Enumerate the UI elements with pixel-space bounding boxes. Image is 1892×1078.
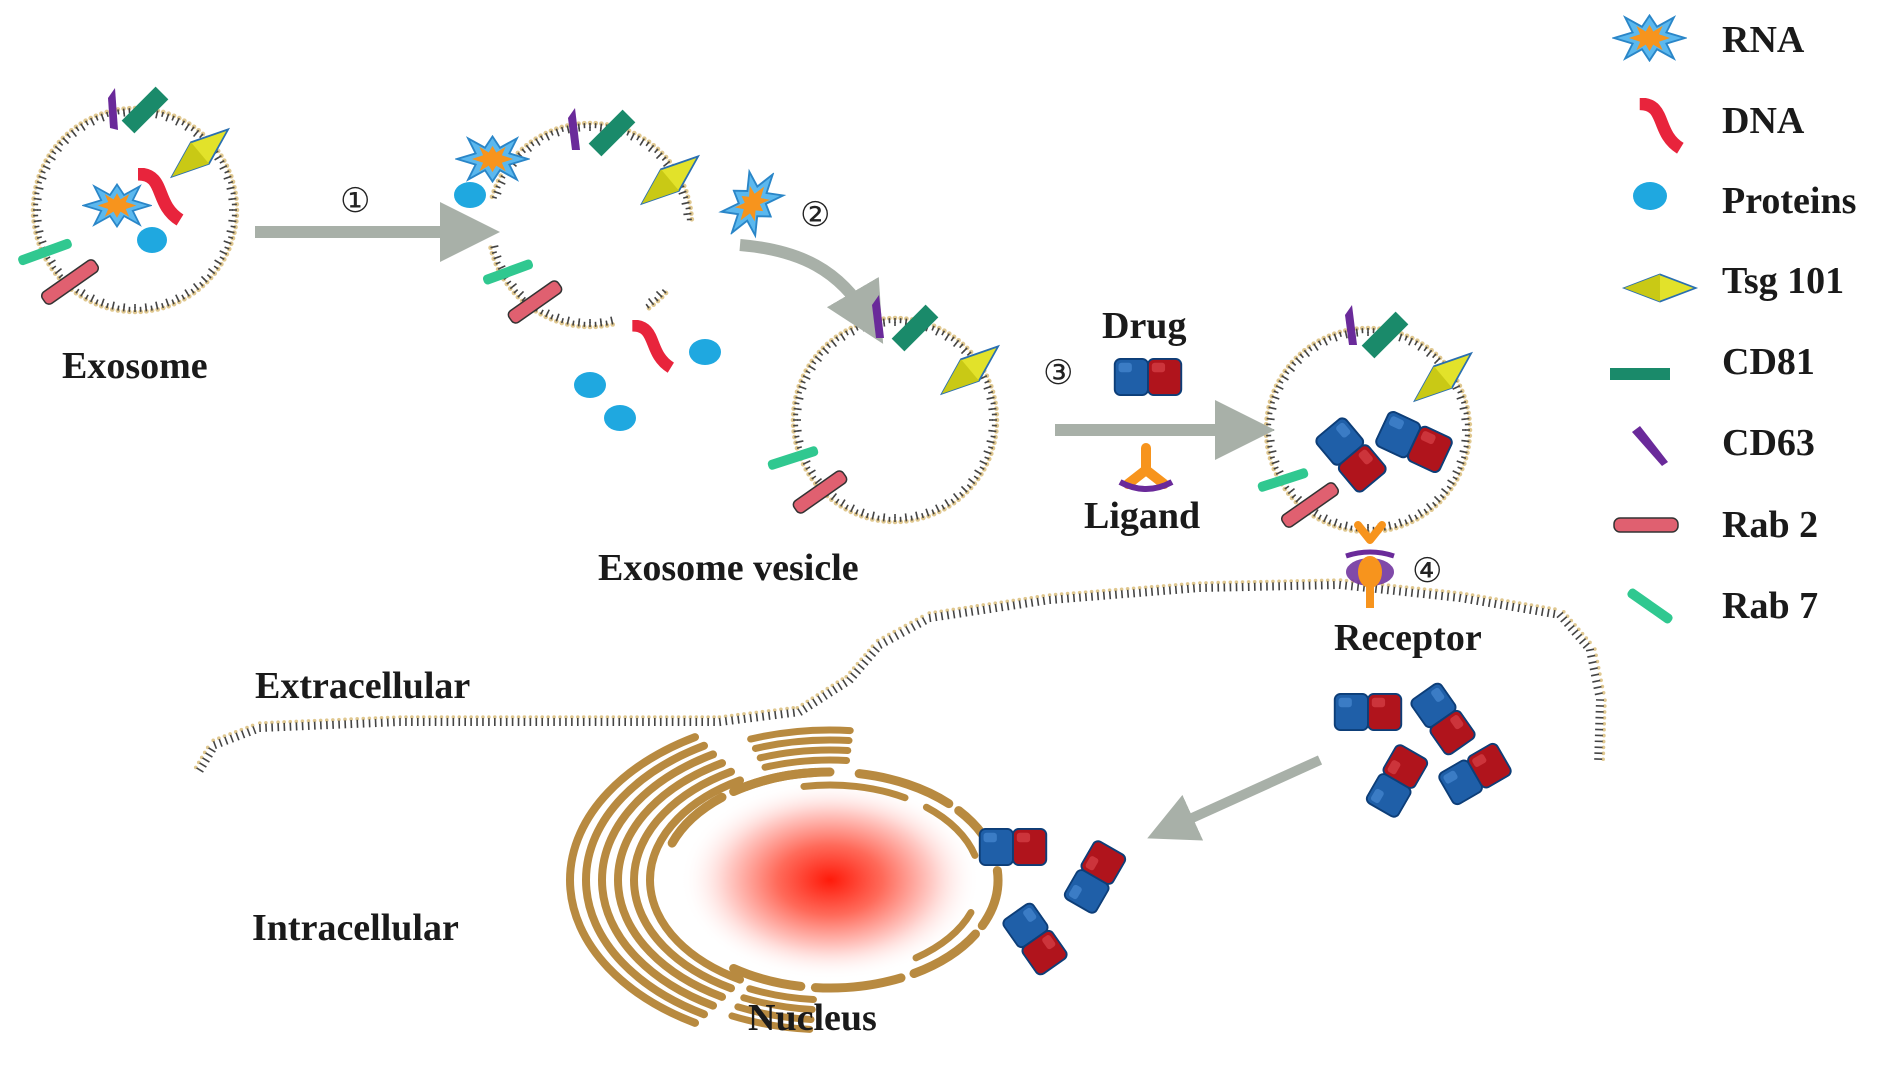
legend-label-rna: RNA (1722, 19, 1805, 61)
step-3-label: ③ (1043, 353, 1073, 393)
organelle-membranes (566, 726, 1003, 1033)
legend-item-dna: DNA (1640, 100, 1805, 148)
dna-icon (1640, 104, 1681, 148)
legend-label-rab2: Rab 2 (1722, 504, 1818, 546)
legend-label-rab7: Rab 7 (1722, 585, 1818, 627)
drug-loaded-exosome-membrane (1263, 325, 1473, 535)
label-ligand: Ligand (1084, 495, 1200, 537)
arrow-to-nucleus (1147, 755, 1323, 841)
nuclear-drugs (978, 828, 1129, 978)
drug-icon (1363, 742, 1431, 820)
dna-icon (632, 326, 671, 368)
drug-icon (1113, 358, 1183, 396)
exosome-1 (18, 86, 239, 305)
label-exosome: Exosome (62, 345, 208, 387)
dna-icon (138, 174, 180, 220)
cd81-icon (891, 304, 939, 352)
cd63-icon (568, 108, 580, 150)
cd63-icon (1345, 305, 1357, 345)
legend-label-dna: DNA (1722, 100, 1805, 142)
step-1-label: ① (340, 181, 370, 221)
protein-icon (1633, 182, 1667, 210)
cell-membrane (193, 578, 1607, 773)
tsg101-icon (1404, 341, 1482, 413)
cd63-icon (108, 88, 118, 130)
drug-icon (978, 828, 1048, 866)
rna-icon (712, 160, 793, 247)
legend-item-proteins: Proteins (1633, 180, 1856, 222)
rna-icon (82, 183, 152, 228)
step-2-label: ② (800, 195, 830, 235)
legend-item-rna: RNA (1612, 14, 1805, 62)
label-intracellular: Intracellular (252, 907, 459, 949)
legend-item-rab7: Rab 7 (1627, 585, 1818, 627)
label-extracellular: Extracellular (255, 665, 470, 707)
legend-item-cd63: CD63 (1632, 422, 1815, 466)
arrow-step-2 (739, 239, 884, 344)
drug-icon (1061, 838, 1129, 916)
label-receptor: Receptor (1334, 617, 1482, 659)
legend: RNA DNA Proteins Tsg 101 CD81 CD63 Rab 2 (1610, 14, 1856, 627)
drug-loaded-exosome (1257, 305, 1482, 528)
rab7-icon (1627, 588, 1673, 624)
rna-icon (1612, 14, 1687, 62)
rab2-icon (1280, 482, 1340, 528)
drug-icon (1408, 680, 1478, 758)
cd81-icon (121, 86, 169, 134)
cd81-icon (588, 109, 636, 157)
legend-label-cd81: CD81 (1722, 341, 1815, 383)
label-drug: Drug (1102, 305, 1186, 347)
cd81-icon (1361, 311, 1409, 359)
label-nucleus: Nucleus (748, 997, 877, 1039)
tsg101-icon (631, 144, 709, 216)
legend-item-tsg101: Tsg 101 (1623, 260, 1844, 303)
tsg101-icon (931, 334, 1009, 406)
step-4-label: ④ (1412, 551, 1442, 591)
legend-label-cd63: CD63 (1722, 422, 1815, 464)
exosome-disrupted-membrane (488, 120, 695, 330)
rab7-icon (482, 259, 534, 285)
exosome-vesicle (767, 295, 1009, 514)
exosome-1-membrane (30, 105, 240, 315)
rab2-icon (792, 470, 848, 514)
rab2-icon (507, 280, 563, 324)
drug-icon (1373, 408, 1455, 476)
drug-icon (1312, 414, 1390, 496)
ligand-icon (1118, 443, 1174, 492)
protein-icon (574, 372, 606, 398)
drug-icon (1333, 693, 1403, 731)
released-drugs (1333, 680, 1514, 820)
rab7-icon (18, 238, 72, 266)
rab7-icon (1257, 468, 1309, 492)
drug-icon (1000, 900, 1070, 978)
nucleus-core (680, 780, 980, 980)
protein-icon (604, 405, 636, 431)
tsg101-icon (1623, 273, 1697, 303)
protein-icon (454, 182, 486, 208)
cd63-icon (872, 295, 884, 338)
rab2-icon (40, 259, 100, 305)
nucleus (566, 726, 1003, 1033)
cd63-icon (1632, 426, 1668, 466)
legend-label-proteins: Proteins (1722, 180, 1856, 222)
legend-item-cd81: CD81 (1610, 341, 1815, 383)
legend-item-rab2: Rab 2 (1613, 504, 1818, 546)
receptor-icon (1345, 521, 1395, 608)
label-exosome-vesicle: Exosome vesicle (598, 547, 859, 589)
exosome-disrupted (454, 108, 793, 431)
protein-icon (689, 339, 721, 365)
protein-icon (137, 227, 167, 253)
rab7-icon (767, 446, 819, 470)
cd81-icon (1610, 368, 1670, 380)
legend-label-tsg101: Tsg 101 (1722, 260, 1844, 302)
rab2-icon (1613, 517, 1679, 533)
rna-icon (455, 135, 530, 183)
